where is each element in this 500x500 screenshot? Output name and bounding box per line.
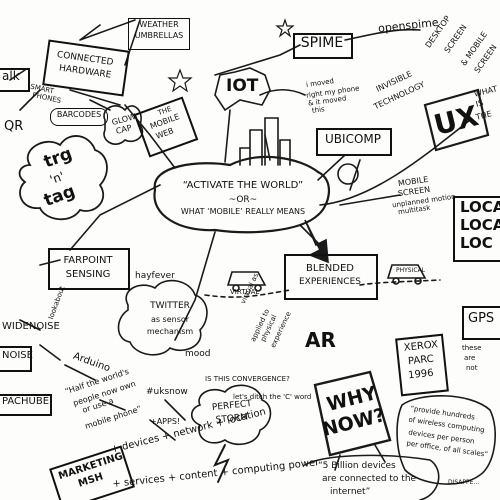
walk-box xyxy=(0,68,30,92)
blended-label: BLENDED xyxy=(306,263,354,274)
sensor-label: as sensor xyxy=(150,315,190,324)
local-1: LOCA xyxy=(460,198,500,216)
noise-box xyxy=(0,346,32,372)
farpoint-label: FARPOINT xyxy=(63,255,113,266)
virtual-label: VIRTUAL xyxy=(230,288,260,296)
pachube-box xyxy=(0,394,52,416)
qr-label: QR xyxy=(4,119,24,134)
widenoise-label: WIDENOISE xyxy=(2,321,60,332)
physical-label: PHYSICAL xyxy=(396,267,426,274)
blended-box xyxy=(284,254,378,300)
uksnow-label: #uksnow xyxy=(146,387,188,397)
local-2: LOCA xyxy=(460,216,500,234)
ar-label: AR xyxy=(305,328,336,352)
weather-umbrellas-box xyxy=(128,18,190,50)
mood-label: mood xyxy=(185,349,211,359)
ubicomp-box xyxy=(316,128,392,156)
barcodes-label: BARCODES xyxy=(56,110,102,119)
experiences-label: EXPERIENCES xyxy=(299,277,361,287)
twitter-label: TWITTER xyxy=(150,301,190,311)
mechanism-label: mechanism xyxy=(146,327,194,336)
apps-label: +APPS! xyxy=(150,417,181,426)
weather-label: WEATHER xyxy=(139,20,179,29)
barcodes-box xyxy=(50,108,108,126)
umbrellas-label: UMBRELLAS xyxy=(134,31,184,40)
billion-1: “5 Billion devices xyxy=(318,461,396,471)
walk-label: alk xyxy=(2,69,20,83)
gps-box xyxy=(462,306,500,340)
not-label: not xyxy=(466,364,478,372)
pachube-label: PACHUBE xyxy=(2,396,50,407)
center-title-line1: “ACTIVATE THE WORLD” xyxy=(182,180,304,191)
ubicomp-label: UBICOMP xyxy=(325,132,381,146)
local-3: LOC xyxy=(460,234,493,252)
noise-label: NOISE xyxy=(2,350,33,361)
sensing-label: SENSING xyxy=(65,269,111,280)
ditch-c-word-label: let's ditch the 'C' word xyxy=(233,393,312,401)
disappear-label: DISAPPE... xyxy=(448,479,480,486)
billion-2: are connected to the xyxy=(322,474,417,484)
convergence-label: IS THIS CONVERGENCE? xyxy=(205,375,290,383)
these-label: these xyxy=(462,344,482,352)
center-title-line2: ~OR~ xyxy=(228,195,258,205)
center-title-line3: WHAT ‘MOBILE’ REALLY MEANS xyxy=(180,207,306,216)
billion-3: internet” xyxy=(330,487,371,497)
spime-label: SPIME xyxy=(300,35,344,51)
spime-box xyxy=(293,33,353,59)
farpoint-box xyxy=(48,248,130,290)
iot-label: IOT xyxy=(226,76,259,96)
gps-label: GPS xyxy=(468,311,495,326)
are-label: are xyxy=(464,354,476,362)
hayfever-label: hayfever xyxy=(135,271,175,281)
local-box xyxy=(453,196,500,262)
